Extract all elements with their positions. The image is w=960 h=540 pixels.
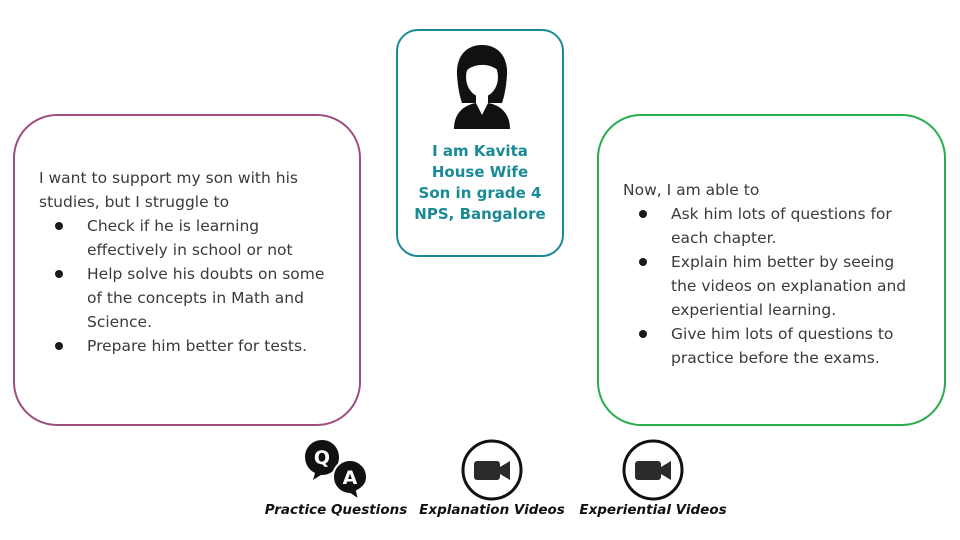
feature-experiential-videos: Experiential Videos bbox=[568, 438, 738, 528]
persona-school: NPS, Bangalore bbox=[414, 205, 546, 223]
feature-label: Practice Questions bbox=[264, 502, 408, 518]
feature-label: Experiential Videos bbox=[579, 502, 727, 518]
persona-child-grade: Son in grade 4 bbox=[418, 184, 542, 202]
outcome-list: Ask him lots of questions for each chapt… bbox=[623, 202, 924, 370]
outcome-item: Explain him better by seeing the videos … bbox=[623, 250, 924, 322]
persona-card: I am Kavita House Wife Son in grade 4 NP… bbox=[396, 29, 564, 257]
problem-list: Check if he is learning effectively in s… bbox=[39, 214, 339, 358]
persona-details: I am Kavita House Wife Son in grade 4 NP… bbox=[398, 141, 562, 225]
problem-item: Check if he is learning effectively in s… bbox=[39, 214, 339, 262]
problem-item: Help solve his doubts on some of the con… bbox=[39, 262, 339, 334]
outcome-item: Ask him lots of questions for each chapt… bbox=[623, 202, 924, 250]
feature-practice-questions: Q A Practice Questions bbox=[251, 438, 421, 528]
feature-explanation-videos: Explanation Videos bbox=[407, 438, 577, 528]
qa-icon: Q A bbox=[305, 440, 368, 502]
problem-item: Prepare him better for tests. bbox=[39, 334, 339, 358]
persona-name: I am Kavita bbox=[432, 142, 528, 160]
persona-occupation: House Wife bbox=[431, 163, 529, 181]
svg-text:Q: Q bbox=[314, 447, 330, 469]
svg-text:A: A bbox=[343, 467, 358, 489]
video-camera-icon bbox=[622, 439, 684, 501]
woman-avatar-icon bbox=[454, 45, 510, 129]
video-camera-icon bbox=[461, 439, 523, 501]
feature-label: Explanation Videos bbox=[419, 502, 565, 518]
problem-card: I want to support my son with his studie… bbox=[13, 114, 361, 426]
outcome-item: Give him lots of questions to practice b… bbox=[623, 322, 924, 370]
outcome-card: Now, I am able to Ask him lots of questi… bbox=[597, 114, 946, 426]
outcome-intro: Now, I am able to bbox=[623, 181, 760, 199]
problem-intro: I want to support my son with his studie… bbox=[39, 169, 298, 211]
